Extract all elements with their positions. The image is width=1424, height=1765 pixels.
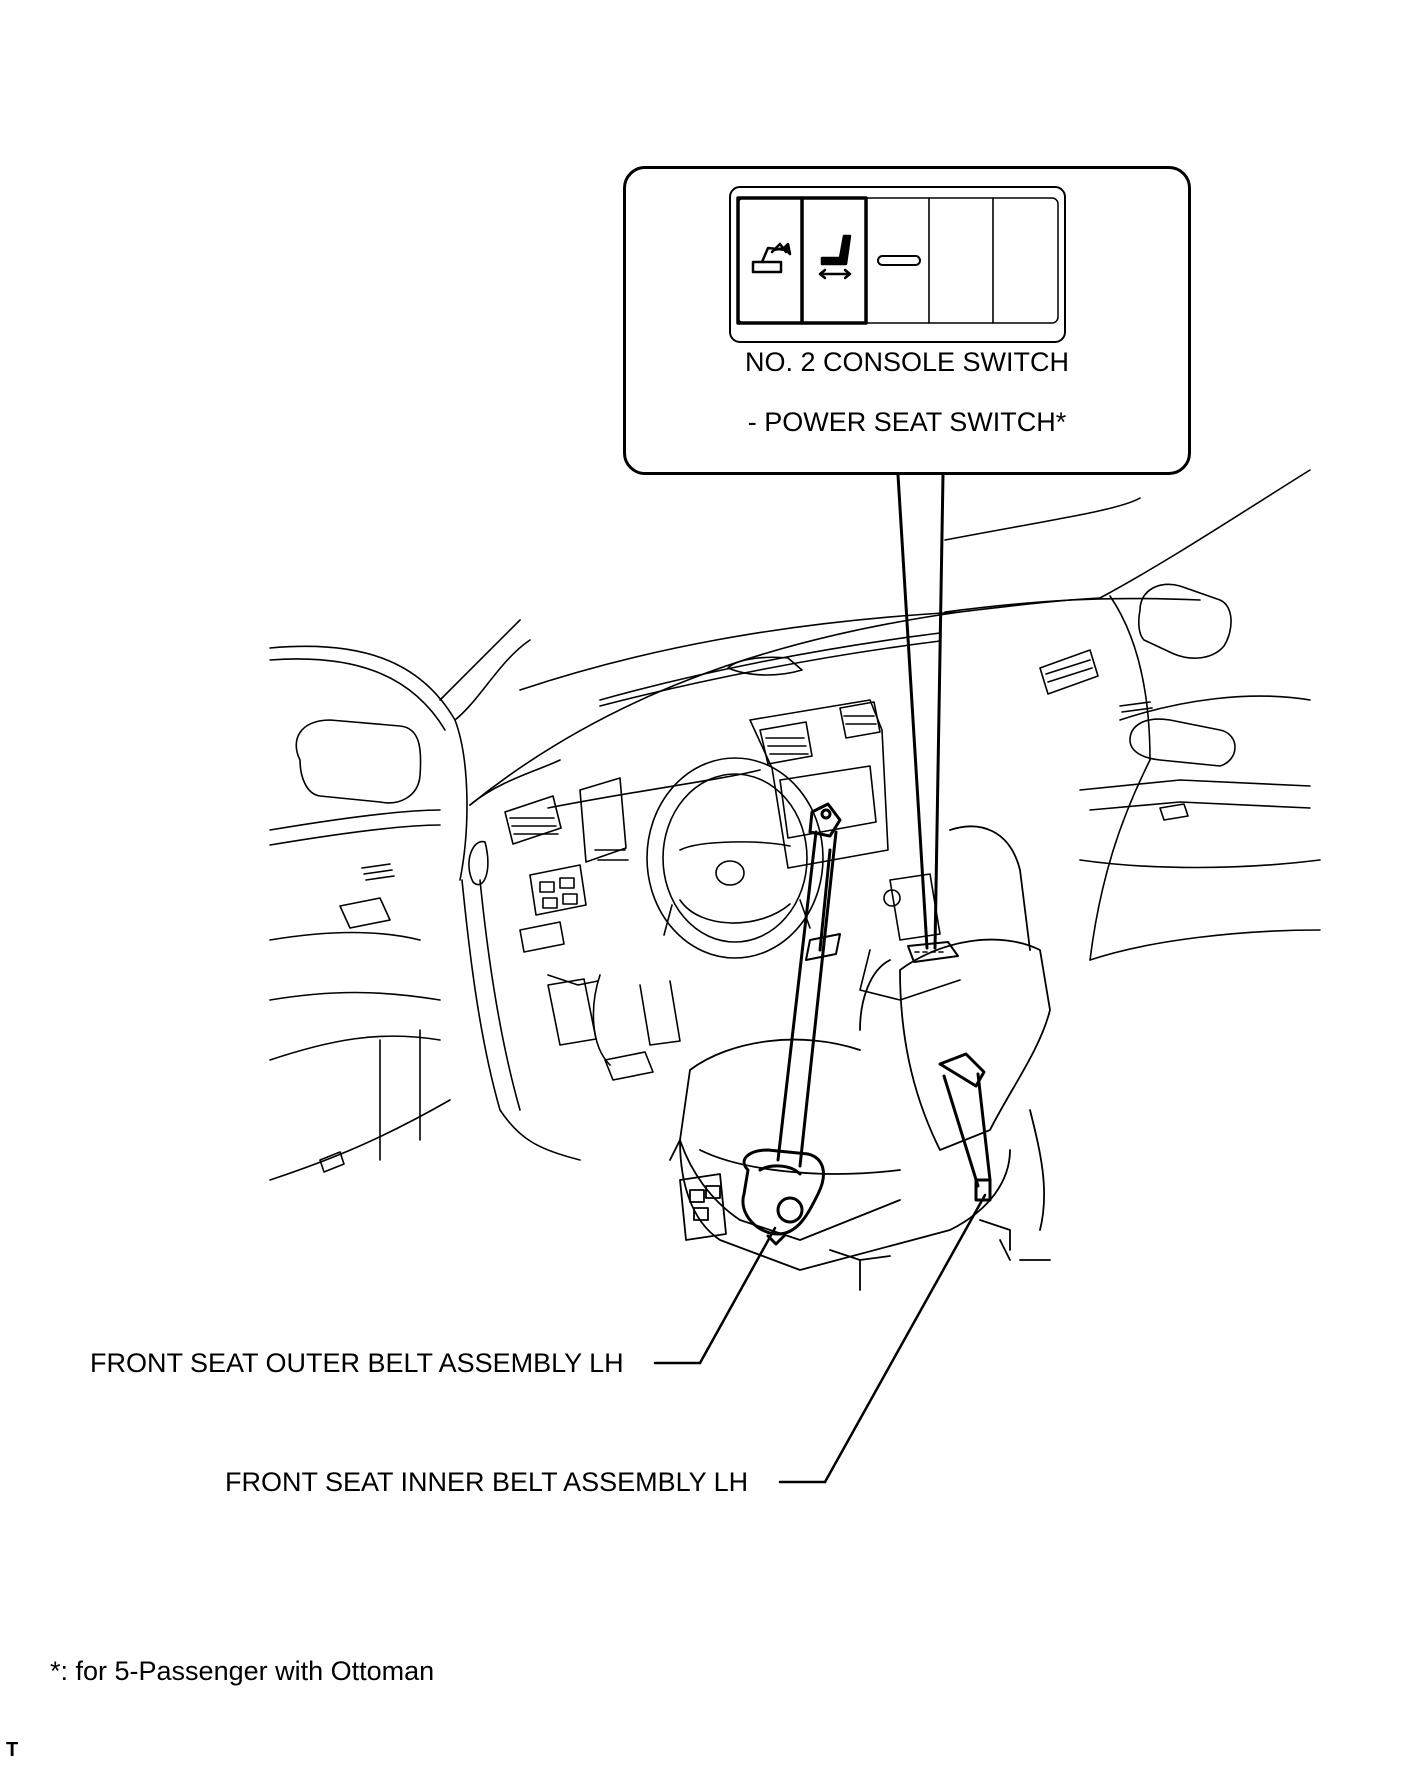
- outer-belt-leader: [653, 1226, 777, 1365]
- inner-belt-assembly: [938, 1052, 992, 1202]
- blank-slot-icon: [877, 255, 921, 266]
- callout-leader: [896, 473, 945, 950]
- left-switch-cluster: [519, 864, 681, 1066]
- outer-belt-label: FRONT SEAT OUTER BELT ASSEMBLY LH: [90, 1348, 624, 1378]
- console-switch-callout: NO. 2 CONSOLE SWITCH - POWER SEAT SWITCH…: [623, 166, 1191, 475]
- dashboard: [469, 469, 1311, 809]
- ottoman-seat-icon: [751, 242, 792, 274]
- pedals: [547, 978, 654, 1081]
- outer-belt-assembly: [741, 802, 842, 1246]
- center-stack: [749, 699, 961, 1001]
- left-vents: [468, 777, 629, 886]
- footnote: *: for 5-Passenger with Ottoman: [50, 1656, 435, 1686]
- seat-slide-icon: [818, 234, 852, 280]
- power-seat-switch-label: - POWER SEAT SWITCH*: [747, 407, 1067, 437]
- left-door: [269, 619, 581, 1181]
- corner-mark: T: [6, 1739, 19, 1761]
- inner-belt-leader: [778, 1193, 987, 1484]
- console-switch-panel: [729, 186, 1066, 343]
- right-door: [1039, 583, 1321, 961]
- console-switch-name: NO. 2 CONSOLE SWITCH: [744, 347, 1070, 377]
- driver-seat: [669, 825, 1051, 1291]
- steering-wheel: [646, 757, 824, 959]
- console-switch-location: [907, 941, 959, 963]
- inner-belt-label: FRONT SEAT INNER BELT ASSEMBLY LH: [225, 1467, 749, 1497]
